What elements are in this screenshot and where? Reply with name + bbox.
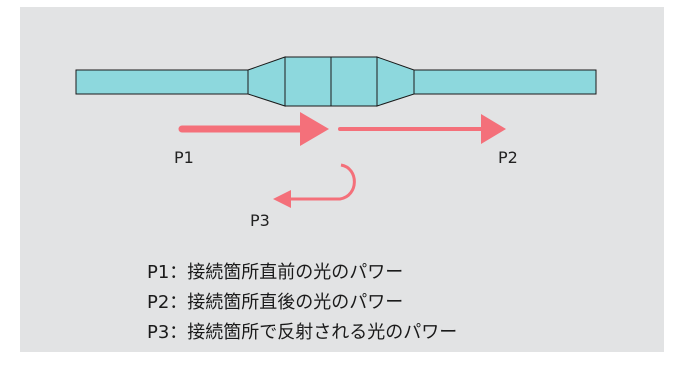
connector-right-taper bbox=[376, 56, 415, 107]
legend-item-p1: P1：接続箇所直前の光のパワー bbox=[147, 262, 404, 283]
p1-arrow bbox=[178, 112, 329, 146]
p3-label: P3 bbox=[250, 211, 270, 230]
p2-arrowhead bbox=[481, 114, 506, 144]
p2-label: P2 bbox=[498, 148, 518, 167]
p3-arrowhead bbox=[273, 190, 291, 208]
legend: P1：接続箇所直前の光のパワー P2：接続箇所直後の光のパワー P3：接続箇所で… bbox=[147, 258, 457, 348]
p2-arrow bbox=[338, 114, 506, 144]
left-fiber-segment bbox=[75, 69, 249, 95]
right-fiber-segment bbox=[413, 69, 597, 95]
p3-arrow bbox=[273, 163, 356, 208]
p1-label: P1 bbox=[174, 148, 194, 167]
legend-item-p3: P3：接続箇所で反射される光のパワー bbox=[147, 322, 458, 343]
optical-fiber bbox=[75, 56, 597, 107]
connector-left-taper bbox=[247, 56, 286, 107]
legend-item-p2: P2：接続箇所直後の光のパワー bbox=[147, 292, 404, 313]
p1-arrowhead bbox=[300, 112, 329, 146]
